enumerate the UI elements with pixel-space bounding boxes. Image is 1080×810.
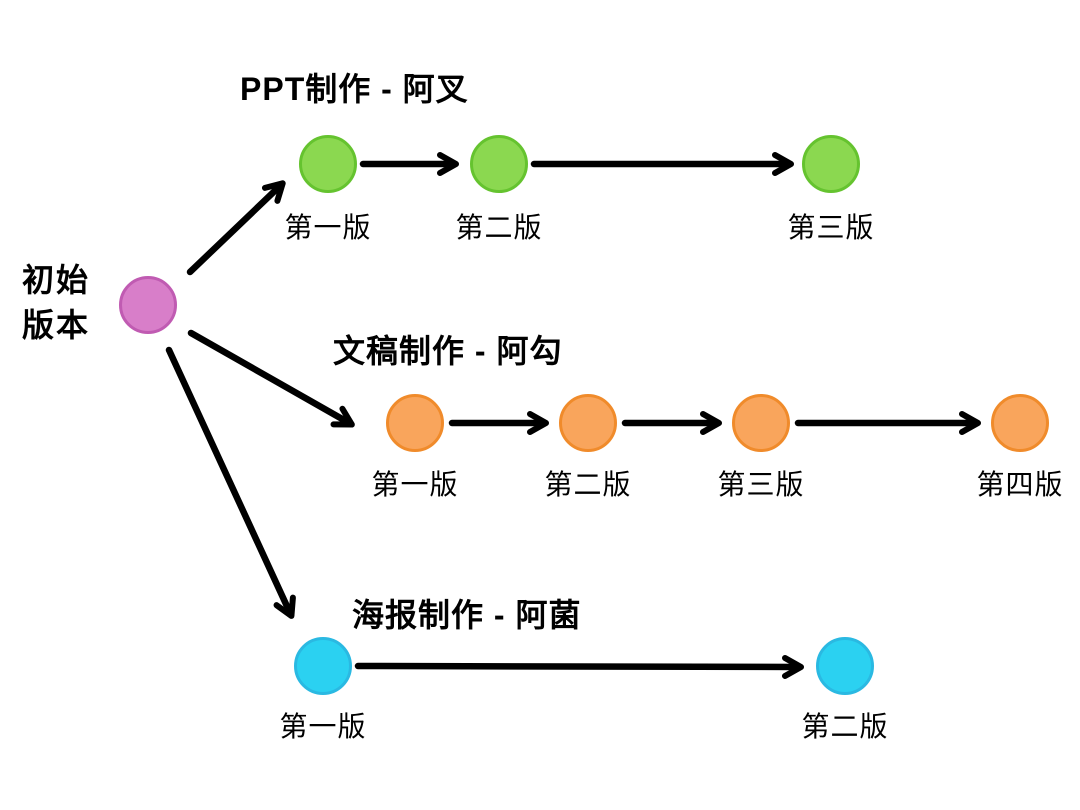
root-node-label: 初始 版本 [22,262,91,343]
commit-node-doc-v4 [991,394,1049,452]
commit-label-doc-v2: 第二版 [544,469,632,500]
branch-title-poster: 海报制作 - 阿菌 [352,597,582,633]
commit-label-poster-v1: 第一版 [279,711,367,742]
commit-label-ppt-v2: 第二版 [455,212,543,243]
commit-node-doc-v2 [559,394,617,452]
commit-node-doc-v3 [732,394,790,452]
branch-title-doc: 文稿制作 - 阿勾 [333,333,563,369]
commit-node-poster-v1 [294,637,352,695]
commit-node-ppt-v3 [802,135,860,193]
commit-node-poster-v2 [816,637,874,695]
commit-node-doc-v1 [386,394,444,452]
commit-node-ppt-v2 [470,135,528,193]
commit-node-ppt-v1 [299,135,357,193]
branch-title-ppt: PPT制作 - 阿叉 [240,71,469,107]
commit-label-doc-v1: 第一版 [371,469,459,500]
commit-label-poster-v2: 第二版 [801,711,889,742]
commit-label-doc-v4: 第四版 [976,469,1064,500]
root-commit-node [119,276,177,334]
arrow-root-to-poster-v1 [165,346,296,619]
arrow-poster-v1-v2 [354,654,804,679]
commit-label-doc-v3: 第三版 [717,469,805,500]
arrow-root-to-ppt-v1 [186,180,286,276]
commit-label-ppt-v3: 第三版 [787,212,875,243]
arrow-root-to-doc-v1 [187,329,355,428]
commit-label-ppt-v1: 第一版 [284,212,372,243]
